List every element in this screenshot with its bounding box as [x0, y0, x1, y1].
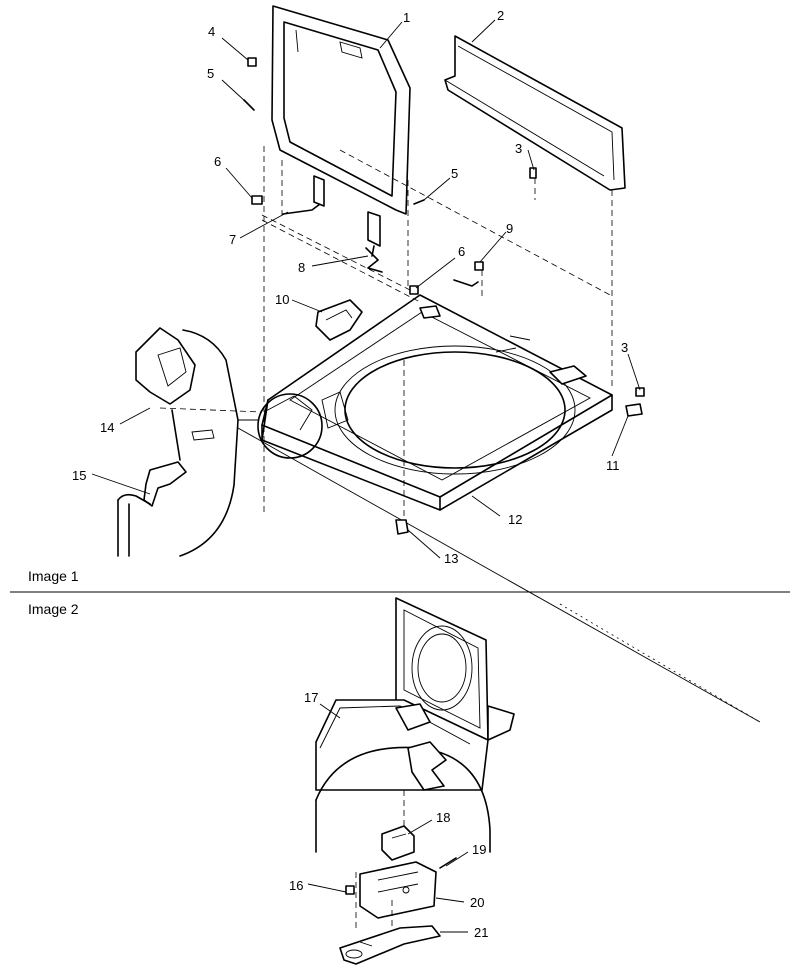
- caption-image-2: Image 2: [28, 601, 79, 617]
- detail-magnifier: [117, 327, 761, 723]
- callout-6a: 6: [214, 154, 221, 169]
- callout-17: 17: [304, 690, 318, 705]
- part-2-rear-panel: [444, 35, 626, 191]
- callout-13: 13: [444, 551, 458, 566]
- part-21-hinge-arm: [339, 925, 441, 965]
- leader-lines-image1: [91, 19, 641, 559]
- callout-20: 20: [470, 895, 484, 910]
- callout-16: 16: [289, 878, 303, 893]
- fasteners-image2: [345, 857, 457, 895]
- callout-8: 8: [298, 260, 305, 275]
- callout-11: 11: [606, 458, 620, 473]
- alignment-lines-image1: [159, 146, 613, 520]
- callout-15: 15: [72, 468, 86, 483]
- callout-18: 18: [436, 810, 450, 825]
- callout-6b: 6: [458, 244, 465, 259]
- part-13-rod: [395, 519, 409, 535]
- callout-7: 7: [229, 232, 236, 247]
- callout-5a: 5: [207, 66, 214, 81]
- part-20-mount-plate: [359, 861, 437, 919]
- part-8-lid-hinge-right: [365, 211, 383, 273]
- callout-3a: 3: [515, 141, 522, 156]
- caption-image-1: Image 1: [28, 568, 79, 584]
- leader-lines-image2: [307, 703, 469, 933]
- part-17-washer-top-assembly: [315, 597, 515, 853]
- callout-10: 10: [275, 292, 289, 307]
- part-7-lid-hinge-left: [282, 175, 325, 215]
- callout-1: 1: [403, 10, 410, 25]
- callout-14: 14: [100, 420, 114, 435]
- callout-4: 4: [208, 24, 215, 39]
- callout-2: 2: [497, 8, 504, 23]
- part-10-dispenser-cap: [315, 299, 363, 341]
- part-12-top-cover: [261, 294, 613, 511]
- part-1-lid-frame: [271, 5, 411, 215]
- fasteners: [243, 57, 645, 417]
- callout-21: 21: [474, 925, 488, 940]
- callout-9: 9: [506, 221, 513, 236]
- callout-19: 19: [472, 842, 486, 857]
- callout-12: 12: [508, 512, 522, 527]
- part-18-hinge-bracket: [381, 825, 415, 861]
- callout-3b: 3: [621, 340, 628, 355]
- alignment-lines-image2: [355, 790, 405, 928]
- callout-labels: 1 2 3 3 4 5 5 6 6 7 8 9 10 11 12 13 14 1…: [28, 8, 628, 940]
- callout-5b: 5: [451, 166, 458, 181]
